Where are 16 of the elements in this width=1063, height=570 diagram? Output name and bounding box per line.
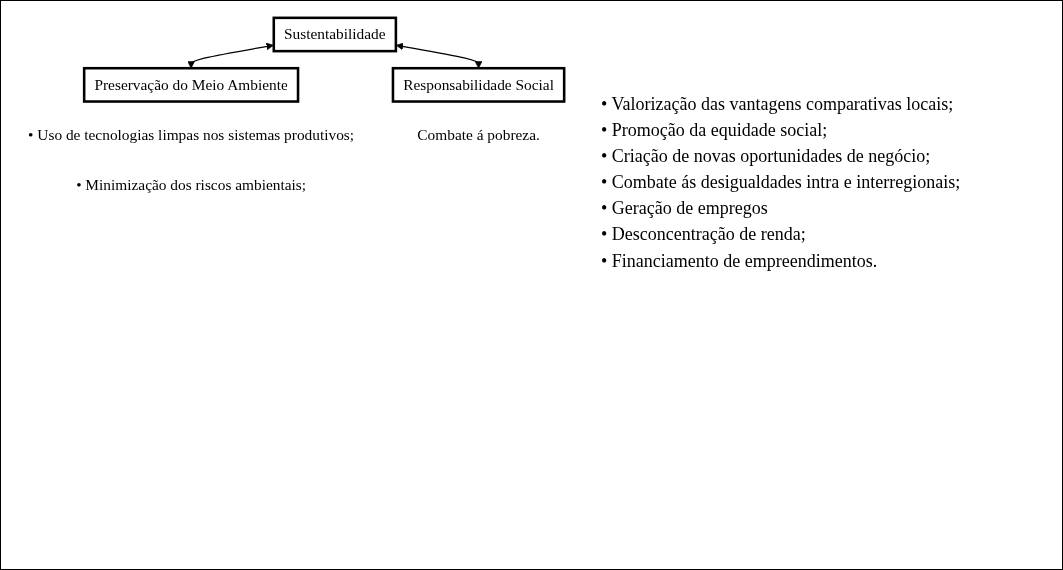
bullet-item: • Promoção da equidade social; [601,119,829,143]
node-box [272,16,398,53]
arrow [395,42,483,69]
arrow [187,42,274,69]
node-box [391,66,566,103]
node-label: Combate á pobreza. [417,126,540,144]
bullet-item: • Combate ás desigualdades intra e interregionais; [601,171,962,195]
bullet-item: • Valorização das vantagens comparativas locais; [601,93,955,116]
node-label: • Uso de tecnologias limpas nos sistemas produtivos; [28,126,355,144]
diagram: Sustentabilidade Preservação do Meio Ambiente Responsabilidade Social • Uso de tecnologias limpas nos sistemas produtivos; • Minimização dos riscos ambientais; Combate á pobreza. [11,11,571,210]
bullet-item: • Criação de novas oportunidades de negócio; [601,145,932,169]
node-label: • Minimização dos riscos ambientais; [76,176,307,194]
bullet-item: • Geração de empregos [601,197,769,221]
bullet-item: • Financiamento de empreendimentos. [601,249,879,273]
bullet-item: • Desconcentração de renda; [601,223,807,247]
node-box [82,66,300,103]
